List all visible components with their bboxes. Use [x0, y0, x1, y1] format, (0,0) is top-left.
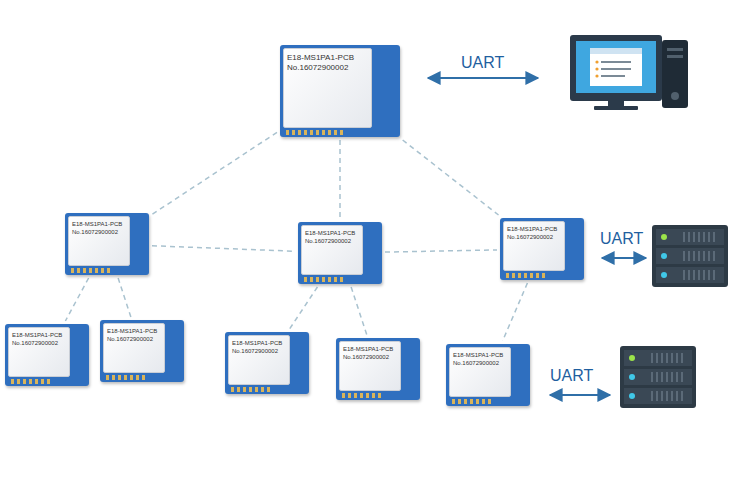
- module-shield: E18-MS1PA1-PCBNo.16072900002: [8, 327, 70, 377]
- uart-arrow: [550, 394, 610, 396]
- computer-icon: [570, 35, 688, 110]
- module-pins: [106, 375, 148, 380]
- module-label: No.16072900002: [107, 336, 161, 344]
- mesh-link: [118, 278, 131, 317]
- module-pins: [11, 379, 53, 384]
- module-shield: E18-MS1PA1-PCBNo.16072900002: [503, 221, 565, 271]
- server-icon: [652, 225, 728, 287]
- module-pins: [231, 387, 273, 392]
- module-label: E18-MS1PA1-PCB: [12, 332, 66, 340]
- module-label: No.16072900002: [232, 348, 286, 356]
- module-pins: [342, 393, 384, 398]
- module-label: E18-MS1PA1-PCB: [232, 340, 286, 348]
- module-label: No.16072900002: [453, 360, 507, 368]
- radio-module: E18-MS1PA1-PCBNo.16072900002: [336, 338, 420, 400]
- module-pins: [452, 399, 494, 404]
- module-label: No.16072900002: [305, 238, 359, 246]
- module-label: No.16072900002: [507, 234, 561, 242]
- server-icon: [620, 346, 696, 408]
- radio-module: E18-MS1PA1-PCBNo.16072900002: [280, 45, 400, 137]
- radio-module: E18-MS1PA1-PCBNo.16072900002: [225, 332, 309, 394]
- mesh-link: [503, 283, 528, 341]
- module-label: E18-MS1PA1-PCB: [305, 230, 359, 238]
- module-label: No.16072900002: [72, 229, 126, 237]
- module-shield: E18-MS1PA1-PCBNo.16072900002: [103, 323, 165, 373]
- module-shield: E18-MS1PA1-PCBNo.16072900002: [283, 48, 372, 128]
- module-label: E18-MS1PA1-PCB: [453, 352, 507, 360]
- module-pins: [304, 277, 346, 282]
- module-label: No.16072900002: [343, 354, 397, 362]
- radio-module: E18-MS1PA1-PCBNo.16072900002: [446, 344, 530, 406]
- module-pins: [286, 130, 346, 135]
- mesh-link: [152, 246, 295, 252]
- module-pins: [71, 268, 113, 273]
- radio-module: E18-MS1PA1-PCBNo.16072900002: [100, 320, 184, 382]
- module-shield: E18-MS1PA1-PCBNo.16072900002: [449, 347, 511, 397]
- module-pins: [506, 273, 548, 278]
- mesh-link: [351, 287, 367, 335]
- module-label: E18-MS1PA1-PCB: [72, 221, 126, 229]
- module-shield: E18-MS1PA1-PCBNo.16072900002: [339, 341, 401, 391]
- module-shield: E18-MS1PA1-PCBNo.16072900002: [228, 335, 290, 385]
- radio-module: E18-MS1PA1-PCBNo.16072900002: [65, 213, 149, 275]
- module-label: E18-MS1PA1-PCB: [287, 53, 368, 63]
- module-label: No.16072900002: [287, 63, 368, 73]
- module-label: No.16072900002: [12, 340, 66, 348]
- module-shield: E18-MS1PA1-PCBNo.16072900002: [301, 225, 363, 275]
- radio-module: E18-MS1PA1-PCBNo.16072900002: [5, 324, 89, 386]
- module-label: E18-MS1PA1-PCB: [343, 346, 397, 354]
- mesh-link: [65, 278, 88, 321]
- radio-module: E18-MS1PA1-PCBNo.16072900002: [298, 222, 382, 284]
- mesh-link: [152, 132, 277, 214]
- interface-label: UART: [461, 54, 504, 72]
- module-label: E18-MS1PA1-PCB: [507, 226, 561, 234]
- module-label: E18-MS1PA1-PCB: [107, 328, 161, 336]
- mesh-link: [339, 140, 341, 219]
- uart-arrow: [428, 77, 538, 79]
- mesh-link: [403, 140, 499, 215]
- mesh-link: [290, 287, 318, 329]
- interface-label: UART: [550, 367, 593, 385]
- interface-label: UART: [600, 230, 643, 248]
- mesh-link: [385, 250, 497, 252]
- module-shield: E18-MS1PA1-PCBNo.16072900002: [68, 216, 130, 266]
- radio-module: E18-MS1PA1-PCBNo.16072900002: [500, 218, 584, 280]
- uart-arrow: [602, 257, 646, 259]
